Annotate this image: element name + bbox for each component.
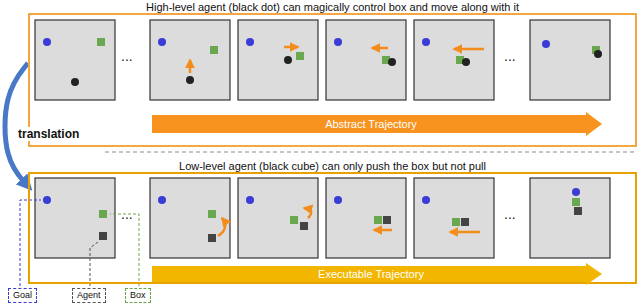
goal-dot [246, 196, 254, 204]
tag-label: Agent [77, 290, 101, 301]
frame-ground [414, 178, 494, 258]
agent-dot [71, 78, 79, 86]
trajectory-panel: High-level agent (black dot) can magical… [28, 13, 637, 147]
leader-line [90, 242, 98, 286]
frame [530, 178, 610, 258]
agent-dot [388, 58, 396, 66]
move-arrow [284, 46, 298, 49]
leader-line [20, 200, 41, 286]
frame [150, 20, 230, 100]
move-arrow [304, 208, 311, 218]
separator-line [105, 152, 636, 153]
agent-cube [208, 234, 216, 242]
legend-tag: Box [125, 288, 151, 303]
box-square [290, 216, 298, 224]
arrow-shape [152, 263, 602, 285]
leader-line [110, 214, 139, 286]
edge-label: translation [16, 127, 81, 141]
agent-cube [461, 218, 469, 226]
goal-dot [43, 196, 51, 204]
frame-ground [414, 20, 494, 100]
frame-ground [530, 20, 610, 100]
panel-heading: Low-level agent (black cube) can only pu… [30, 160, 635, 172]
goal-dot [158, 196, 166, 204]
move-arrow [450, 231, 480, 234]
ellipsis: ... [504, 48, 516, 64]
goal-dot [422, 196, 430, 204]
tag-label: Box [130, 290, 146, 301]
box-square [208, 210, 216, 218]
frame [414, 20, 494, 100]
frame-ground [326, 178, 406, 258]
goal-dot [334, 196, 342, 204]
arrow-shape [152, 112, 602, 136]
arrow-label: Abstract Trajectory [152, 112, 602, 130]
frame-ground [326, 20, 406, 100]
box-square [296, 52, 304, 60]
agent-cube [99, 232, 107, 240]
move-arrow [189, 60, 192, 73]
panel-heading: High-level agent (black dot) can magical… [30, 1, 635, 13]
frame [530, 20, 610, 100]
box-square [99, 210, 107, 218]
agent-dot [284, 56, 292, 64]
translation-arrow [5, 63, 28, 186]
frame-ground [35, 20, 115, 100]
box-square [97, 38, 105, 46]
trajectory-arrow: Abstract Trajectory [152, 112, 602, 136]
frame [35, 20, 115, 100]
agent-dot [594, 50, 602, 58]
frame [326, 20, 406, 100]
legend-tag: Goal [8, 288, 37, 303]
goal-dot [43, 38, 51, 46]
move-arrow [374, 229, 392, 232]
tag-label: Goal [13, 290, 32, 301]
move-arrow [454, 48, 484, 51]
box-square [374, 216, 382, 224]
frame [238, 178, 318, 258]
frame-ground [238, 20, 318, 100]
goal-dot [246, 38, 254, 46]
frame-ground [35, 178, 115, 258]
agent-dot [186, 76, 194, 84]
frame [238, 20, 318, 100]
agent-cube [383, 216, 391, 224]
move-arrow [218, 218, 225, 236]
box-square [452, 218, 460, 226]
agent-cube [300, 222, 308, 230]
trajectory-arrow: Executable Trajectory [152, 263, 602, 285]
goal-dot [542, 40, 550, 48]
trajectory-panel: Low-level agent (black cube) can only pu… [28, 172, 637, 284]
frame [150, 178, 230, 258]
ellipsis: ... [121, 206, 133, 222]
goal-dot [334, 38, 342, 46]
ellipsis: ... [504, 206, 516, 222]
frame-ground [238, 178, 318, 258]
box-square [572, 198, 580, 206]
ellipsis: ... [121, 48, 133, 64]
agent-cube [574, 207, 582, 215]
move-arrow [372, 47, 388, 50]
goal-dot [572, 188, 580, 196]
frame [414, 178, 494, 258]
goal-dot [158, 38, 166, 46]
frame [35, 178, 115, 258]
box-square [210, 46, 218, 54]
frame-ground [150, 20, 230, 100]
arrow-label: Executable Trajectory [152, 263, 602, 280]
frame-ground [530, 178, 610, 258]
frame [326, 178, 406, 258]
goal-dot [422, 38, 430, 46]
agent-dot [462, 58, 470, 66]
frame-ground [150, 178, 230, 258]
legend-tag: Agent [72, 288, 106, 303]
